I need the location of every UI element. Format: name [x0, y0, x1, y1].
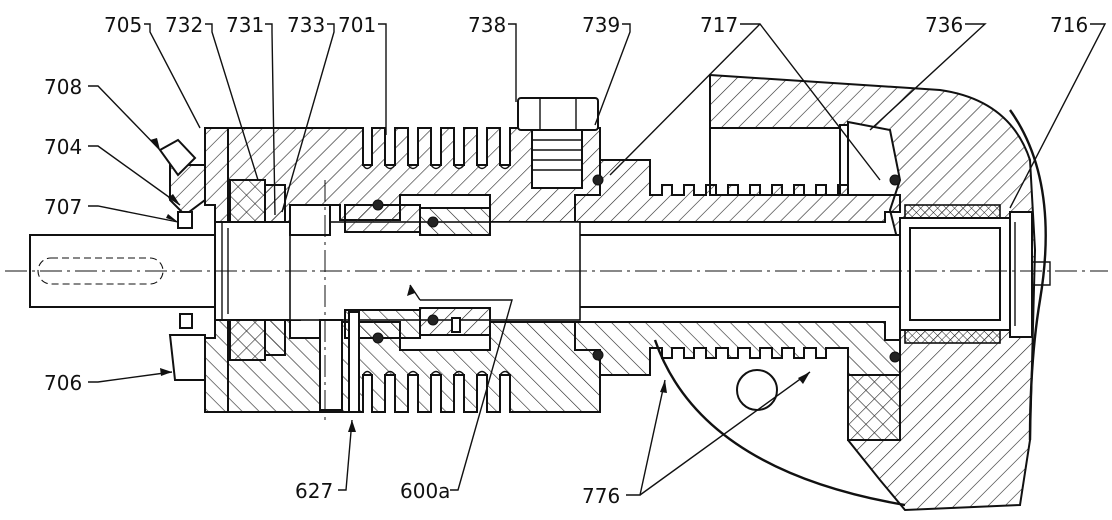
label-717: 717: [700, 13, 738, 37]
label-701: 701: [338, 13, 376, 37]
pin-627: [319, 311, 360, 413]
gear-housing: [653, 73, 1051, 512]
seal-collar: [344, 199, 491, 344]
label-739: 739: [582, 13, 620, 37]
leader-lines: [88, 23, 1107, 496]
label-731: 731: [226, 13, 264, 37]
label-733: 733: [287, 13, 325, 37]
gear-section: [574, 159, 901, 376]
leader-arrows: [150, 138, 810, 432]
label-707: 707: [44, 195, 82, 219]
callout-labels: 705 732 731 733 701 738 739 717 736 716 …: [44, 13, 1088, 508]
label-732: 732: [165, 13, 203, 37]
label-704: 704: [44, 135, 82, 159]
plug-738: [517, 97, 901, 363]
label-716: 716: [1050, 13, 1088, 37]
label-706: 706: [44, 371, 82, 395]
label-705: 705: [104, 13, 142, 37]
label-627: 627: [295, 479, 333, 503]
label-776: 776: [582, 484, 620, 508]
left-cap: [158, 127, 331, 413]
label-736: 736: [925, 13, 963, 37]
label-600a: 600a: [400, 479, 450, 503]
label-738: 738: [468, 13, 506, 37]
label-708: 708: [44, 75, 82, 99]
